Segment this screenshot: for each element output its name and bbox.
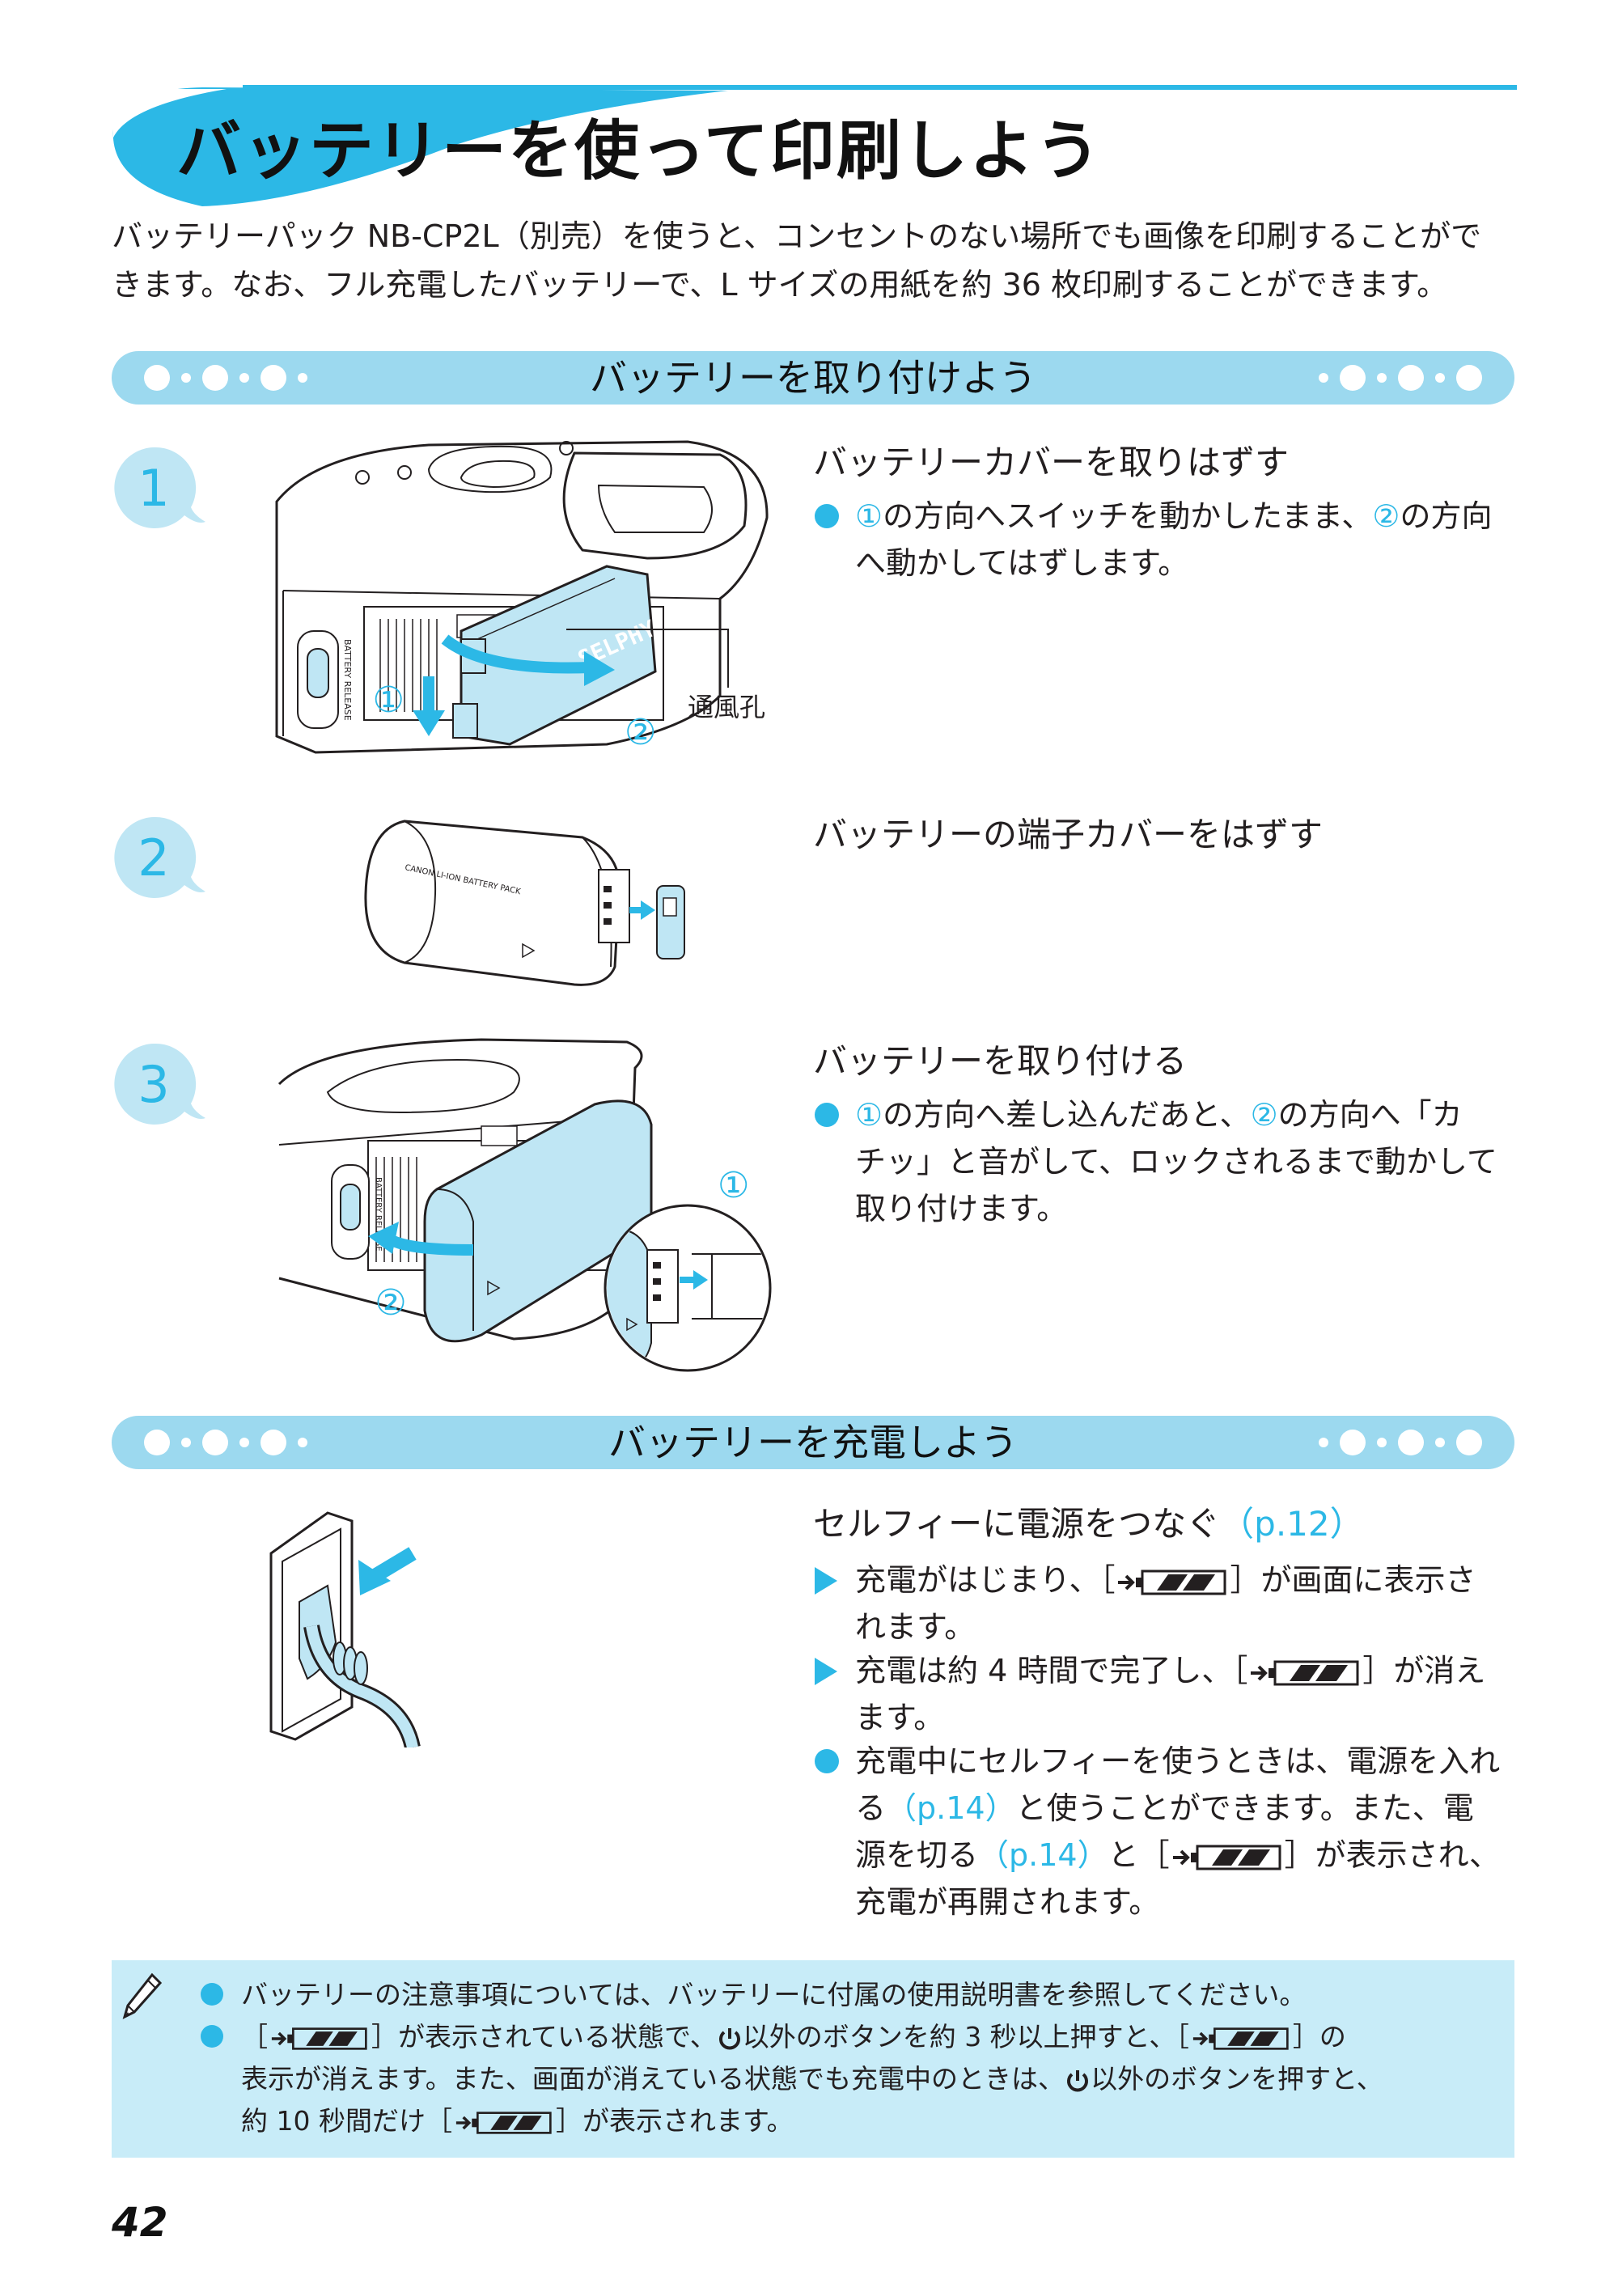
charging-battery-icon bbox=[1172, 1845, 1281, 1870]
pencil-icon bbox=[122, 1972, 163, 2019]
direction-2-label: ② bbox=[625, 712, 656, 753]
direction-1-label-3: ① bbox=[718, 1165, 749, 1206]
charging-battery-icon bbox=[1251, 1660, 1359, 1685]
charge-heading: セルフィーに電源をつなぐ（p.12） bbox=[813, 1504, 1364, 1544]
intro-line-1: バッテリーパック NB-CP2L（別売）を使うと、コンセントのない場所でも画像を… bbox=[112, 218, 1482, 254]
step-number-1-text: 1 bbox=[138, 459, 169, 518]
step-3-bullet bbox=[815, 1103, 839, 1127]
charge-item-1-line-1: 充電がはじまり、［］が画面に表示さ bbox=[855, 1562, 1476, 1598]
section-dots-right bbox=[1319, 351, 1482, 405]
title-banner bbox=[112, 85, 1517, 206]
ref-link-p14-a[interactable]: （p.14） bbox=[886, 1790, 1016, 1826]
step-3-text-line-2: チッ」と音がして、ロックされるまで動かして bbox=[855, 1144, 1497, 1180]
charging-battery-icon bbox=[1118, 1569, 1226, 1595]
step-3-heading: バッテリーを取り付ける bbox=[813, 1041, 1188, 1081]
power-outlet-illustration bbox=[269, 1511, 421, 1747]
note-bullet-2 bbox=[201, 2025, 223, 2048]
note-line-1: バッテリーの注意事項については、バッテリーに付属の使用説明書を参照してください。 bbox=[241, 1979, 1307, 2010]
charge-item-3-line-4: 充電が再開されます。 bbox=[855, 1884, 1160, 1920]
section-bar-charge: バッテリーを充電しよう bbox=[112, 1416, 1514, 1469]
section-title-install: バッテリーを取り付けよう bbox=[590, 356, 1036, 400]
step-1-bullet bbox=[815, 504, 839, 528]
power-icon bbox=[1067, 2069, 1089, 2091]
step-number-2: 2 bbox=[114, 816, 205, 898]
step-1-text-line-1: ①の方向へスイッチを動かしたまま、②の方向 bbox=[855, 498, 1493, 534]
direction-2-label-3: ② bbox=[375, 1282, 406, 1324]
charge-item-3-line-3: 源を切る（p.14）と［］が表示され、 bbox=[855, 1837, 1500, 1873]
charge-item-2-line-1: 充電は約 4 時間で完了し、［］が消え bbox=[855, 1653, 1486, 1688]
note-box: バッテリーの注意事項については、バッテリーに付属の使用説明書を参照してください。… bbox=[112, 1960, 1514, 2158]
charge-item-3-line-1: 充電中にセルフィーを使うときは、電源を入れ bbox=[855, 1743, 1501, 1779]
charging-battery-icon bbox=[455, 2111, 552, 2134]
note-line-3: 表示が消えます。また、画面が消えている状態でも充電中のときは、以外のボタンを押す… bbox=[241, 2063, 1383, 2095]
step-number-3: 3 bbox=[114, 1043, 205, 1125]
charging-battery-icon bbox=[271, 2027, 367, 2050]
note-bullet-1 bbox=[201, 1983, 223, 2006]
step-number-1: 1 bbox=[114, 447, 205, 528]
intro-line-2: きます。なお、フル充電したバッテリーで、L サイズの用紙を約 36 枚印刷するこ… bbox=[112, 267, 1448, 303]
page-title: バッテリーを使って印刷しよう bbox=[176, 113, 1102, 189]
note-line-4: 約 10 秒間だけ［］が表示されます。 bbox=[241, 2105, 794, 2137]
charge-item-2-marker bbox=[815, 1658, 837, 1685]
battery-insert-illustration: BATTERY RELEASE ② ① bbox=[277, 1038, 772, 1372]
battery-release-label: BATTERY RELEASE bbox=[342, 639, 353, 721]
charge-item-1-line-2: れます。 bbox=[855, 1609, 976, 1645]
battery-release-label-3: BATTERY RELEASE bbox=[374, 1177, 383, 1252]
section-title-charge: バッテリーを充電しよう bbox=[608, 1421, 1018, 1464]
step-3-text-line-3: 取り付けます。 bbox=[855, 1191, 1068, 1226]
vent-label: 通風孔 bbox=[688, 692, 765, 722]
step-number-3-text: 3 bbox=[138, 1055, 169, 1114]
charge-item-1-marker bbox=[815, 1567, 837, 1595]
step-2-heading: バッテリーの端子カバーをはずす bbox=[813, 815, 1324, 854]
charge-heading-ref-link: （p.12） bbox=[1220, 1504, 1364, 1544]
step-1-text-line-2: へ動かしてはずします。 bbox=[855, 545, 1189, 581]
section-dots-left bbox=[144, 351, 307, 405]
charge-item-3-line-2: る（p.14）と使うことができます。また、電 bbox=[855, 1790, 1474, 1826]
page-number: 42 bbox=[112, 2199, 168, 2246]
step-number-2-text: 2 bbox=[138, 828, 169, 887]
section-dots-right-2 bbox=[1319, 1416, 1482, 1469]
battery-terminal-cover-illustration: CANON LI-ION BATTERY PACK bbox=[364, 820, 685, 986]
printer-battery-cover-illustration: SELPHY BATTERY RELEASE ① ② 通風孔 bbox=[275, 440, 769, 754]
ref-link-p14-b[interactable]: （p.14） bbox=[978, 1837, 1108, 1873]
intro-paragraph: バッテリーパック NB-CP2L（別売）を使うと、コンセントのない場所でも画像を… bbox=[112, 212, 1519, 309]
charging-battery-icon bbox=[1192, 2027, 1289, 2050]
direction-1-label: ① bbox=[373, 680, 404, 721]
power-icon bbox=[718, 2027, 740, 2049]
step-1-heading: バッテリーカバーを取りはずす bbox=[813, 443, 1290, 482]
note-line-2: ［］が表示されている状態で、以外のボタンを約 3 秒以上押すと、［］の bbox=[241, 2021, 1346, 2052]
section-dots-left-2 bbox=[144, 1416, 307, 1469]
charge-item-3-bullet bbox=[815, 1749, 839, 1773]
charge-item-2-line-2: ます。 bbox=[855, 1700, 945, 1735]
section-bar-install: バッテリーを取り付けよう bbox=[112, 351, 1514, 405]
step-3-text-line-1: ①の方向へ差し込んだあと、②の方向へ「カ bbox=[855, 1097, 1463, 1133]
